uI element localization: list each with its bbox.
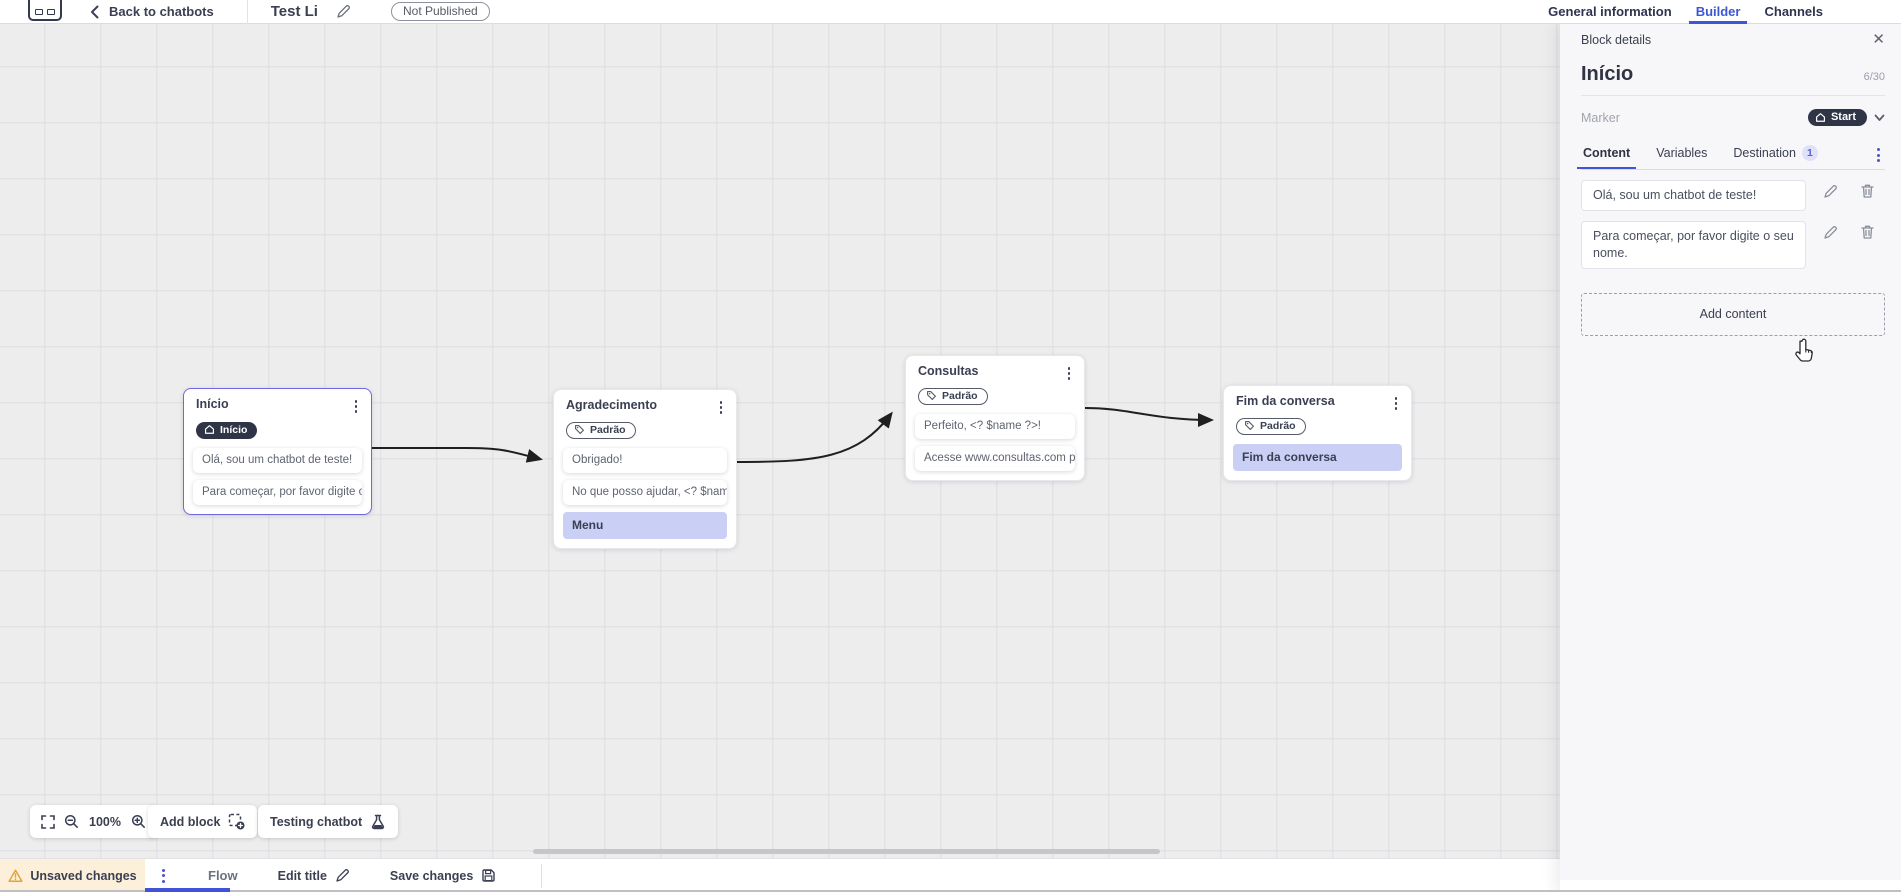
padrao-tag-badge: Padrão xyxy=(1236,417,1306,435)
tab-variables[interactable]: Variables xyxy=(1654,142,1709,168)
chatbot-title: Test Li xyxy=(270,3,318,20)
edit-content-pencil-icon[interactable] xyxy=(1823,224,1838,240)
tab-general-information[interactable]: General information xyxy=(1548,0,1672,23)
content-row: Olá, sou um chatbot de teste! xyxy=(1581,180,1885,212)
edit-title-pencil-icon[interactable] xyxy=(336,4,351,19)
top-bar: Back to chatbots Test Li Not Published G… xyxy=(0,0,1901,24)
flow-canvas[interactable]: Início Início Olá, sou um chatbot de tes… xyxy=(0,24,1560,858)
builder-nav-tabs: General information Builder Channels xyxy=(1548,0,1823,24)
flow-node-inicio[interactable]: Início Início Olá, sou um chatbot de tes… xyxy=(183,388,372,515)
bottombar-divider xyxy=(541,863,543,888)
tab-content[interactable]: Content xyxy=(1576,142,1637,169)
back-label: Back to chatbots xyxy=(109,4,214,19)
tag-icon xyxy=(1245,421,1254,430)
content-text-item[interactable]: Olá, sou um chatbot de teste! xyxy=(1581,180,1806,212)
edit-title-button[interactable]: Edit title xyxy=(278,868,350,883)
menu-block-item[interactable]: Menu xyxy=(563,511,727,539)
message-item[interactable]: Para começar, por favor digite o ... xyxy=(193,479,362,505)
zoom-toolbar: 100% xyxy=(30,805,157,838)
testing-chatbot-label: Testing chatbot xyxy=(270,814,363,829)
save-icon xyxy=(482,869,496,882)
node-title: Agradecimento xyxy=(566,398,657,412)
fullscreen-icon[interactable] xyxy=(39,814,57,829)
node-title: Fim da conversa xyxy=(1236,394,1335,408)
add-block-button[interactable]: Add block xyxy=(148,805,258,838)
save-changes-button[interactable]: Save changes xyxy=(390,868,496,883)
topbar-divider xyxy=(246,0,248,24)
marker-start-dropdown[interactable]: Start xyxy=(1807,109,1867,126)
message-item[interactable]: Obrigado! xyxy=(563,447,727,473)
tag-icon xyxy=(575,425,584,434)
edit-content-pencil-icon[interactable] xyxy=(1823,183,1838,199)
tab-destination[interactable]: Destination 1 xyxy=(1731,141,1820,169)
testing-chatbot-button[interactable]: Testing chatbot xyxy=(258,805,399,838)
flow-node-agradecimento[interactable]: Agradecimento Padrão Obrigado! No que po… xyxy=(553,389,737,549)
node-kebab-menu-icon[interactable] xyxy=(1390,394,1403,413)
add-block-icon xyxy=(229,813,245,830)
message-item[interactable]: Perfeito, <? $name ?>! xyxy=(915,413,1075,439)
marker-label: Marker xyxy=(1581,110,1620,125)
node-title: Início xyxy=(196,397,229,411)
padrao-tag-badge: Padrão xyxy=(918,387,988,405)
bottom-bar: Unsaved changes Flow Edit title Save cha… xyxy=(0,858,1560,892)
bottombar-kebab-menu-icon[interactable] xyxy=(157,866,170,886)
app-logo-icon[interactable] xyxy=(28,0,62,21)
chevron-left-icon xyxy=(91,5,99,18)
node-kebab-menu-icon[interactable] xyxy=(1063,364,1076,383)
char-counter: 6/30 xyxy=(1863,71,1885,83)
zoom-in-icon[interactable] xyxy=(129,814,148,829)
marker-value: Start xyxy=(1830,111,1856,123)
flow-node-fim-da-conversa[interactable]: Fim da conversa Padrão Fim da conversa xyxy=(1223,385,1412,481)
tab-builder[interactable]: Builder xyxy=(1688,0,1748,24)
close-icon[interactable]: ✕ xyxy=(1872,31,1885,48)
back-to-chatbots-button[interactable]: Back to chatbots xyxy=(90,4,214,19)
block-details-panel: Block details ✕ Início 6/30 Marker Start… xyxy=(1560,24,1901,892)
delete-content-trash-icon[interactable] xyxy=(1860,183,1875,199)
node-kebab-menu-icon[interactable] xyxy=(715,398,728,417)
flow-node-consultas[interactable]: Consultas Padrão Perfeito, <? $name ?>! … xyxy=(905,355,1085,481)
add-content-button[interactable]: Add content xyxy=(1581,292,1885,336)
pencil-icon xyxy=(336,869,349,882)
content-row: Para começar, por favor digite o seu nom… xyxy=(1581,221,1885,269)
node-title: Consultas xyxy=(918,364,979,378)
edit-title-label: Edit title xyxy=(277,868,327,883)
message-item[interactable]: Olá, sou um chatbot de teste! xyxy=(193,447,362,473)
home-icon xyxy=(204,425,215,434)
unsaved-changes-indicator: Unsaved changes xyxy=(0,859,145,892)
unsaved-changes-label: Unsaved changes xyxy=(30,868,137,883)
flow-tab-underline xyxy=(145,888,230,892)
tab-flow[interactable]: Flow xyxy=(184,868,262,883)
content-text-item[interactable]: Para começar, por favor digite o seu nom… xyxy=(1581,221,1806,269)
end-block-item[interactable]: Fim da conversa xyxy=(1233,443,1402,471)
message-item[interactable]: No que posso ajudar, <? $name ... xyxy=(563,479,727,505)
zoom-level: 100% xyxy=(89,814,121,829)
tab-channels[interactable]: Channels xyxy=(1764,0,1823,23)
panel-kebab-menu-icon[interactable] xyxy=(1872,145,1885,165)
start-marker-badge: Início xyxy=(196,421,258,439)
home-icon xyxy=(1815,112,1825,122)
delete-content-trash-icon[interactable] xyxy=(1860,224,1875,240)
add-block-label: Add block xyxy=(160,814,221,829)
canvas-horizontal-scrollbar[interactable] xyxy=(533,849,1160,854)
node-kebab-menu-icon[interactable] xyxy=(350,397,363,416)
window-bottom-edge xyxy=(0,890,1901,892)
message-item[interactable]: Acesse www.consultas.com par... xyxy=(915,445,1075,471)
panel-title: Block details xyxy=(1581,32,1652,47)
warning-icon xyxy=(8,869,23,882)
padrao-tag-badge: Padrão xyxy=(566,421,636,439)
block-name-input[interactable]: Início xyxy=(1581,63,1634,85)
status-badge: Not Published xyxy=(390,2,490,21)
tag-icon xyxy=(927,391,936,400)
chevron-down-icon[interactable] xyxy=(1874,114,1885,122)
flask-icon xyxy=(371,814,385,829)
destination-count-badge: 1 xyxy=(1801,145,1818,161)
save-changes-label: Save changes xyxy=(389,868,474,883)
zoom-out-icon[interactable] xyxy=(62,814,81,829)
panel-tabs: Content Variables Destination 1 xyxy=(1576,141,1885,170)
